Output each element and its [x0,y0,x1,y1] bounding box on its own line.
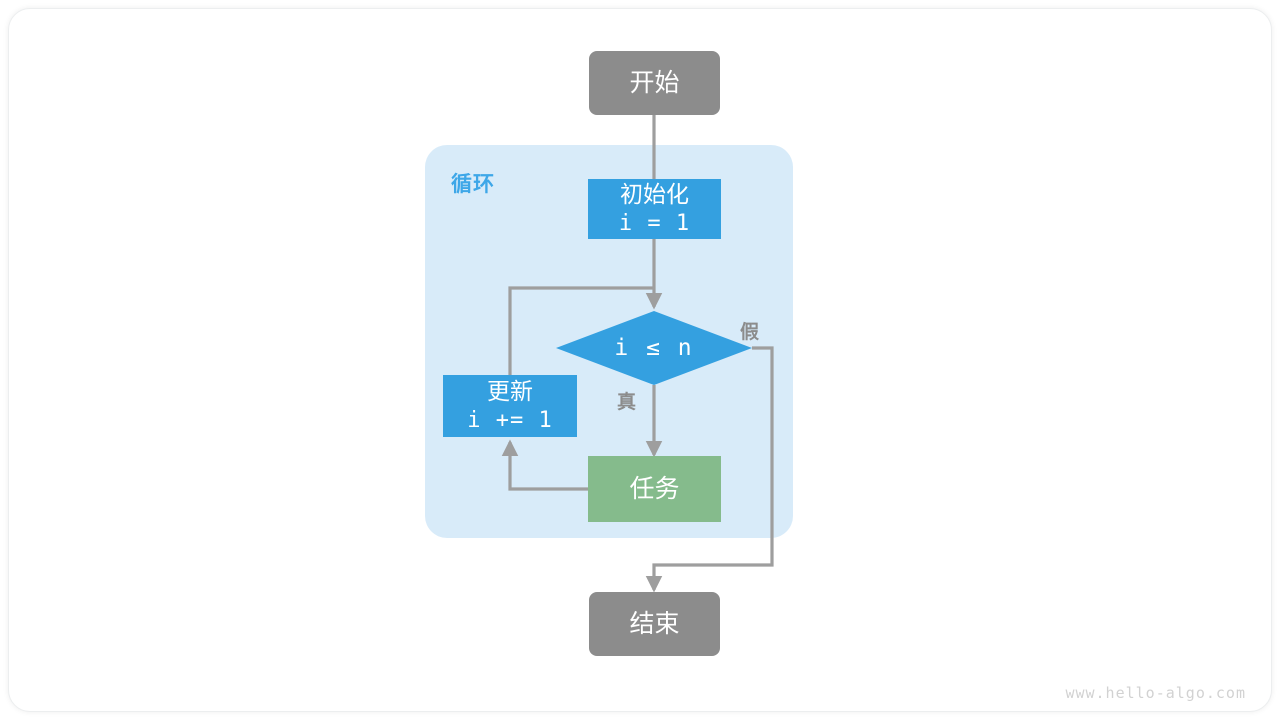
edge-task-to-update [501,439,588,491]
edge-label-false: 假 [740,321,761,343]
edge-update-to-decision [508,286,654,375]
node-update-line2: i += 1 [467,407,553,433]
node-end[interactable]: 结束 [589,592,720,656]
node-task-label: 任务 [629,474,680,504]
node-init-line2: i = 1 [618,210,691,236]
node-start-label: 开始 [629,68,680,98]
node-decision-label: i ≤ n [614,335,694,361]
node-task[interactable]: 任务 [588,456,721,522]
loop-container-label: 循环 [451,172,495,196]
node-decision[interactable]: i ≤ n [556,311,752,385]
node-init[interactable]: 初始化 i = 1 [588,179,721,239]
edge-decision-false-to-end [645,346,774,593]
node-init-line1: 初始化 [620,181,689,208]
node-update-line1: 更新 [487,378,533,405]
node-end-label: 结束 [629,609,680,639]
watermark: www.hello-algo.com [1065,684,1246,702]
node-start[interactable]: 开始 [589,51,720,115]
edge-label-true: 真 [617,391,638,413]
node-update[interactable]: 更新 i += 1 [443,375,577,437]
